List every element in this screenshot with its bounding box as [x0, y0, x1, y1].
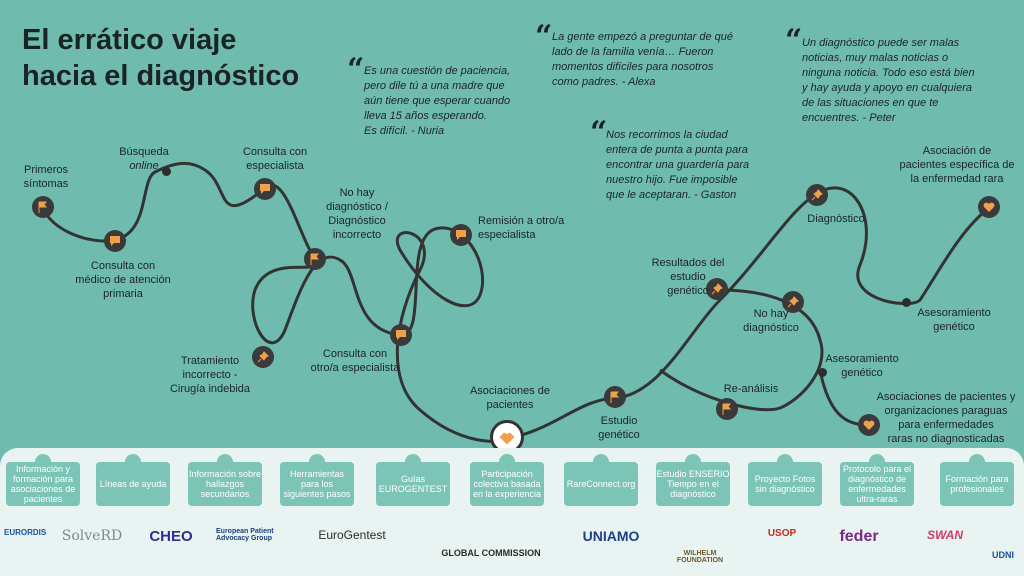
- quote-peter: Un diagnóstico puede ser malas noticias,…: [802, 37, 975, 124]
- resource-puzzle[interactable]: Información sobre hallazgos secundarios: [188, 454, 262, 506]
- quote-nuria: Es una cuestión de paciencia, pero dile …: [364, 65, 511, 137]
- logo-global-commission: GLOBAL COMMISSION: [441, 548, 541, 558]
- flag-icon: [610, 391, 620, 403]
- resource-puzzle[interactable]: Proyecto Fotos sin diagnóstico: [748, 454, 822, 506]
- pin-node: [806, 184, 828, 206]
- logo-eurordis: EURORDIS: [4, 528, 47, 537]
- quote-mark-icon: “: [785, 23, 803, 58]
- pushpin-icon: [787, 296, 799, 308]
- logo-usop: USOP: [767, 528, 797, 539]
- pin-node: [252, 346, 274, 368]
- flag-node: [716, 398, 738, 420]
- heart-node: [978, 196, 1000, 218]
- pin-node: [782, 291, 804, 313]
- logo-swan: SWAN: [927, 528, 963, 542]
- resource-puzzle[interactable]: RareConnect.org: [564, 454, 638, 506]
- chat-bubble-icon: [110, 236, 120, 246]
- heart-hands-icon: [983, 202, 995, 212]
- logo-udni: UDNI: [992, 550, 1014, 560]
- resource-puzzle[interactable]: Formación para profesionales: [940, 454, 1014, 506]
- flag-node: [304, 248, 326, 270]
- flag-icon: [310, 253, 320, 265]
- quote-gaston: Nos recorrimos la ciudad entera de punta…: [606, 129, 750, 201]
- resource-puzzle[interactable]: Información y formación para asociacione…: [6, 454, 80, 506]
- step-reanalisis: Re-análisis: [723, 383, 779, 395]
- quote-mark-icon: “: [347, 52, 365, 87]
- resource-puzzle[interactable]: Protocolo para el diagnóstico de enferme…: [840, 454, 914, 506]
- chat-node: [254, 178, 276, 200]
- logo-wilhelm: WILHELM FOUNDATION: [676, 550, 724, 564]
- logo-uniamo: UNIAMO: [582, 528, 640, 544]
- resource-puzzle[interactable]: Herramientas para los siguientes pasos: [280, 454, 354, 506]
- flag-icon: [722, 403, 732, 415]
- logo-feder: feder: [839, 528, 879, 545]
- quote-mark-icon: “: [590, 115, 608, 150]
- flag-icon: [38, 201, 48, 213]
- quote-mark-icon: “: [535, 19, 553, 54]
- path-dot: [162, 167, 171, 176]
- chat-node: [390, 324, 412, 346]
- chat-bubble-icon: [260, 184, 270, 194]
- flag-node: [32, 196, 54, 218]
- step-diagnostico: Diagnóstico: [807, 213, 865, 225]
- quote-alexa: La gente empezó a preguntar de qué lado …: [552, 31, 734, 88]
- logo-solverd: SolveRD: [61, 528, 123, 544]
- logo-eurogentest: EuroGentest: [318, 528, 386, 542]
- chat-bubble-icon: [396, 330, 406, 340]
- resource-puzzle[interactable]: Guías EUROGENTEST: [376, 454, 450, 506]
- chat-node: [104, 230, 126, 252]
- logo-cheo: CHEO: [149, 528, 193, 545]
- pin-node: [706, 278, 728, 300]
- logo-epag: European Patient Advocacy Group: [216, 528, 274, 542]
- pushpin-icon: [257, 351, 269, 363]
- pushpin-icon: [711, 283, 723, 295]
- resource-puzzle[interactable]: Participación colectiva basada en la exp…: [470, 454, 544, 506]
- heart-hands-icon: [863, 420, 875, 430]
- pushpin-icon: [811, 189, 823, 201]
- handshake-icon: [499, 432, 515, 445]
- heart-node: [858, 414, 880, 436]
- path-dot: [818, 368, 827, 377]
- chat-node: [450, 224, 472, 246]
- path-dot: [902, 298, 911, 307]
- resource-puzzle[interactable]: Líneas de ayuda: [96, 454, 170, 506]
- page-title: El errático viaje hacia el diagnóstico: [22, 24, 300, 92]
- chat-bubble-icon: [456, 230, 466, 240]
- flag-node: [604, 386, 626, 408]
- resource-puzzle[interactable]: Estudio ENSERIO Tiempo en el diagnóstico: [656, 454, 730, 506]
